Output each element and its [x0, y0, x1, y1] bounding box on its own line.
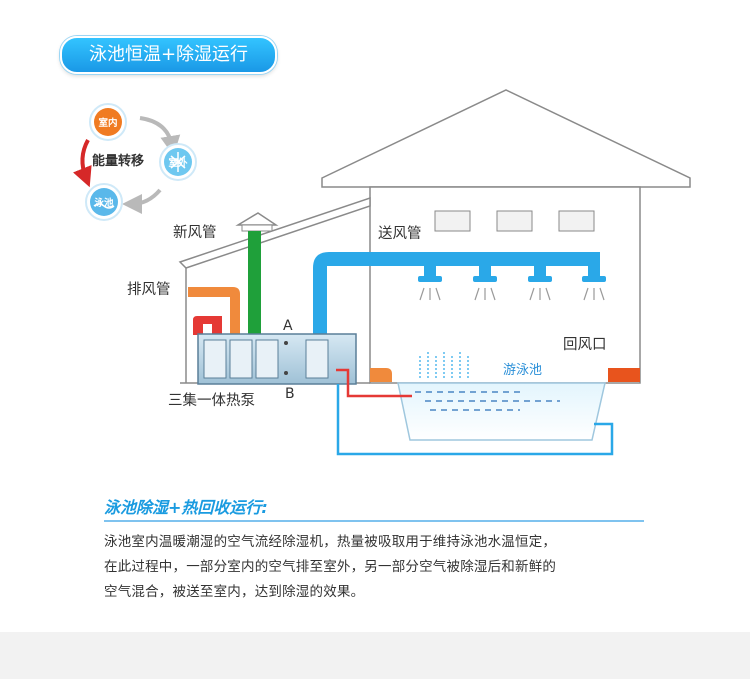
window — [496, 210, 533, 232]
outdoor-icon-label: 室外 — [168, 158, 188, 169]
return-vents — [370, 368, 640, 382]
description-line: 在此过程中，一部分室内的空气排至室外，另一部分空气被除湿后和新鲜的 — [104, 559, 557, 575]
supply-duct — [313, 252, 606, 335]
point-a-label: A — [283, 318, 293, 334]
heat-pump-unit — [197, 333, 357, 385]
page-title: 泳池恒温+除湿运行 — [60, 36, 277, 74]
main-building — [321, 89, 691, 384]
fresh-air-duct — [248, 231, 261, 335]
pool-label: 游泳池 — [503, 363, 543, 378]
description-line: 空气混合，被送至室内，达到除湿的效果。 — [104, 584, 365, 600]
heat-pump-label: 三集一体热泵 — [168, 393, 255, 409]
energy-cycle — [73, 103, 197, 221]
outdoor-icon — [159, 143, 197, 181]
indoor-icon-label: 室内 — [98, 118, 118, 129]
cycle-arrow-top — [139, 116, 181, 156]
pool-icon-label: 泳池 — [94, 198, 114, 209]
description-line: 泳池室内温暖潮湿的空气流经除湿机，热量被吸取用于维持泳池水温恒定， — [104, 534, 557, 550]
exhaust-duct-label: 排风管 — [127, 282, 171, 298]
exhaust-duct — [188, 287, 240, 335]
cycle-arrow-left — [73, 139, 92, 188]
supply-duct-label: 送风管 — [378, 226, 422, 242]
water-pipes — [336, 368, 614, 456]
steam-arrows — [419, 352, 469, 378]
description-title: 泳池除湿+热回收运行: — [104, 498, 268, 517]
indoor-icon — [89, 103, 127, 141]
pool-icon — [85, 183, 123, 221]
pool — [397, 352, 606, 441]
fresh-air-duct-label: 新风管 — [173, 225, 217, 241]
return-vent-label: 回风口 — [563, 337, 607, 353]
footer-band — [0, 632, 750, 679]
diffuser-air-arrows — [419, 287, 605, 301]
window — [434, 210, 471, 232]
description-divider — [104, 520, 644, 522]
point-b-label: B — [285, 386, 295, 402]
window — [558, 210, 595, 232]
cycle-arrow-bottom — [122, 188, 162, 214]
energy-transfer-label: 能量转移 — [92, 154, 145, 169]
